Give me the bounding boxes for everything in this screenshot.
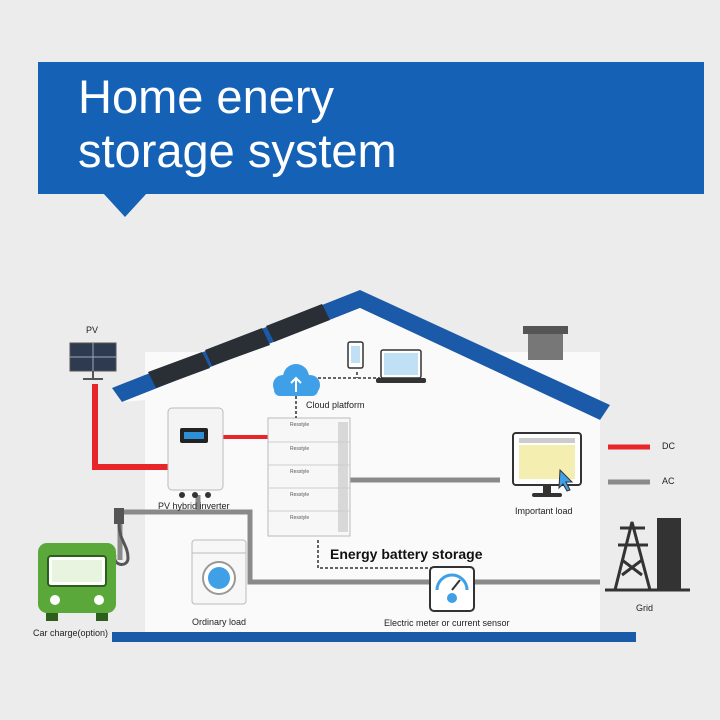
battery-brand-3: Resstyle — [290, 469, 310, 475]
grid-tower-icon — [613, 521, 652, 591]
car-label: Car charge(option) — [33, 628, 109, 638]
battery-brand-5: Resstyle — [290, 515, 310, 521]
dc-line — [92, 384, 168, 470]
charger-icon — [113, 508, 130, 566]
important-load-label: Important load — [515, 506, 573, 516]
battery-label: Energy battery storage — [330, 546, 483, 562]
title-line-1: Home enery — [78, 70, 334, 123]
cloud-label: Cloud platform — [306, 400, 365, 410]
monitor-icon — [512, 432, 582, 497]
legend-ac-label: AC — [662, 476, 675, 486]
page-title: Home enery storage system — [78, 70, 678, 178]
title-line-2: storage system — [78, 124, 397, 177]
ordinary-load-label: Ordinary load — [192, 617, 247, 627]
phone-icon — [347, 341, 364, 369]
grid-label: Grid — [636, 603, 654, 613]
meter-icon — [429, 566, 475, 612]
washing-machine-icon — [191, 539, 247, 605]
battery-brand-2: Resstyle — [290, 446, 310, 452]
cloud-links — [295, 372, 437, 569]
pv-label: PV — [86, 325, 99, 335]
floor — [112, 632, 636, 642]
legend-dc-label: DC — [662, 441, 675, 451]
battery-brand-1: Resstyle — [290, 422, 310, 428]
banner-pointer — [103, 193, 147, 217]
pv-hybrid-inverter — [167, 407, 224, 498]
title-banner — [38, 62, 704, 194]
battery-stack — [267, 417, 351, 537]
grid-building-icon — [657, 518, 681, 590]
cloud-icon — [273, 364, 320, 396]
inverter-label: PV hybrid inverter — [158, 501, 230, 511]
battery-brand-4: Resstyle — [290, 492, 310, 498]
car-icon — [38, 543, 116, 621]
pv-panel-icon — [69, 342, 117, 380]
laptop-icon — [376, 349, 426, 383]
roof-solar-panels — [148, 304, 330, 388]
ac-lines — [117, 477, 600, 585]
chimney — [528, 330, 563, 360]
meter-label: Electric meter or current sensor — [384, 618, 510, 628]
